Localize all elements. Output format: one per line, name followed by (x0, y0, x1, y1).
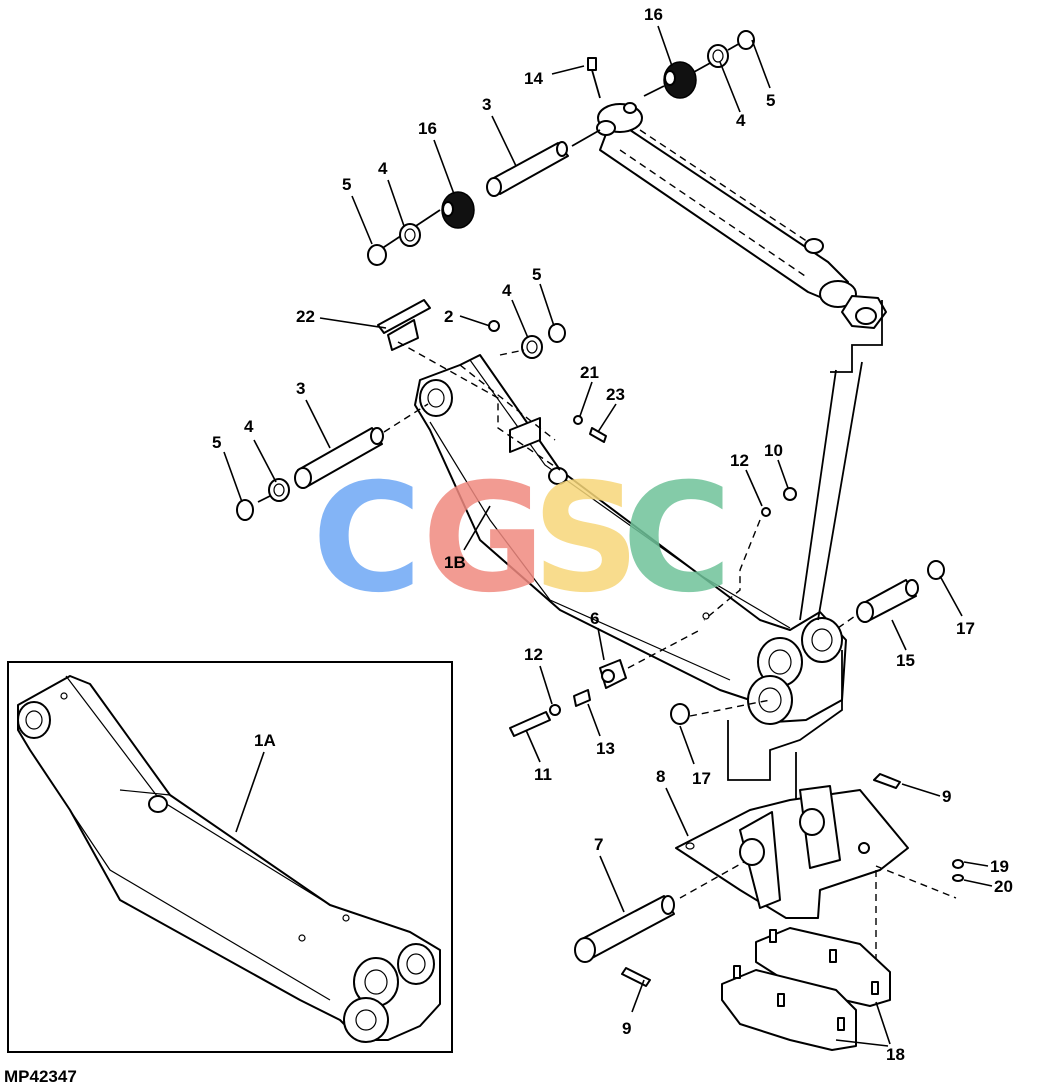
callout-7: 7 (594, 835, 603, 854)
watermark-letter-s: S (532, 452, 640, 626)
callout-5-mid: 5 (532, 265, 541, 284)
callout-labels: 16 14 3 5 4 16 5 4 22 2 4 5 3 21 23 4 5 … (4, 5, 1013, 1086)
callout-1b: 1B (444, 553, 466, 572)
callout-3-boom: 3 (296, 379, 305, 398)
callout-10: 10 (764, 441, 783, 460)
callout-3-upper: 3 (482, 95, 491, 114)
callout-22: 22 (296, 307, 315, 326)
callout-13: 13 (596, 739, 615, 758)
leader-lines (223, 25, 993, 1047)
boom-arm-1b (414, 354, 847, 725)
watermark-letter-g: G (422, 452, 545, 626)
right-pin-assembly (799, 361, 945, 629)
figure-id: MP42347 (4, 1067, 77, 1086)
callout-18: 18 (886, 1045, 905, 1064)
callout-4-boom: 4 (244, 417, 254, 436)
callout-19: 19 (990, 857, 1009, 876)
watermark: C G S C (312, 452, 732, 626)
shims (721, 927, 891, 1051)
watermark-letter-c1: C (312, 452, 422, 626)
callout-9-lower: 9 (622, 1019, 631, 1038)
callout-4-upper-right: 4 (736, 111, 746, 130)
watermark-letter-c2: C (622, 452, 732, 626)
callout-17-right: 17 (956, 619, 975, 638)
callout-4-upper-left: 4 (378, 159, 388, 178)
inset-detail (7, 661, 453, 1053)
callout-9-upper: 9 (942, 787, 951, 806)
callout-16-top: 16 (644, 5, 663, 24)
mounting-bracket (574, 650, 964, 987)
callout-4-mid: 4 (502, 281, 512, 300)
callout-6: 6 (590, 609, 599, 628)
callout-23: 23 (606, 385, 625, 404)
callout-17-lower: 17 (692, 769, 711, 788)
boom-pin-assembly (236, 403, 429, 521)
callout-2: 2 (444, 307, 453, 326)
callout-14: 14 (524, 69, 543, 88)
stop-plate-assembly (377, 299, 607, 471)
lower-hardware (509, 487, 797, 737)
inset-label: 1A (254, 731, 276, 750)
callout-8: 8 (656, 767, 665, 786)
callout-12-upper: 12 (730, 451, 749, 470)
hydraulic-cylinder (596, 102, 887, 373)
callout-20: 20 (994, 877, 1013, 896)
callout-11: 11 (534, 765, 552, 784)
callout-16-left: 16 (418, 119, 437, 138)
callout-15: 15 (896, 651, 915, 670)
callout-5-upper-left: 5 (342, 175, 351, 194)
callout-21: 21 (580, 363, 599, 382)
upper-pin-assembly (367, 30, 755, 266)
callout-5-boom: 5 (212, 433, 221, 452)
callout-12-lower: 12 (524, 645, 543, 664)
callout-5-upper-right: 5 (766, 91, 775, 110)
